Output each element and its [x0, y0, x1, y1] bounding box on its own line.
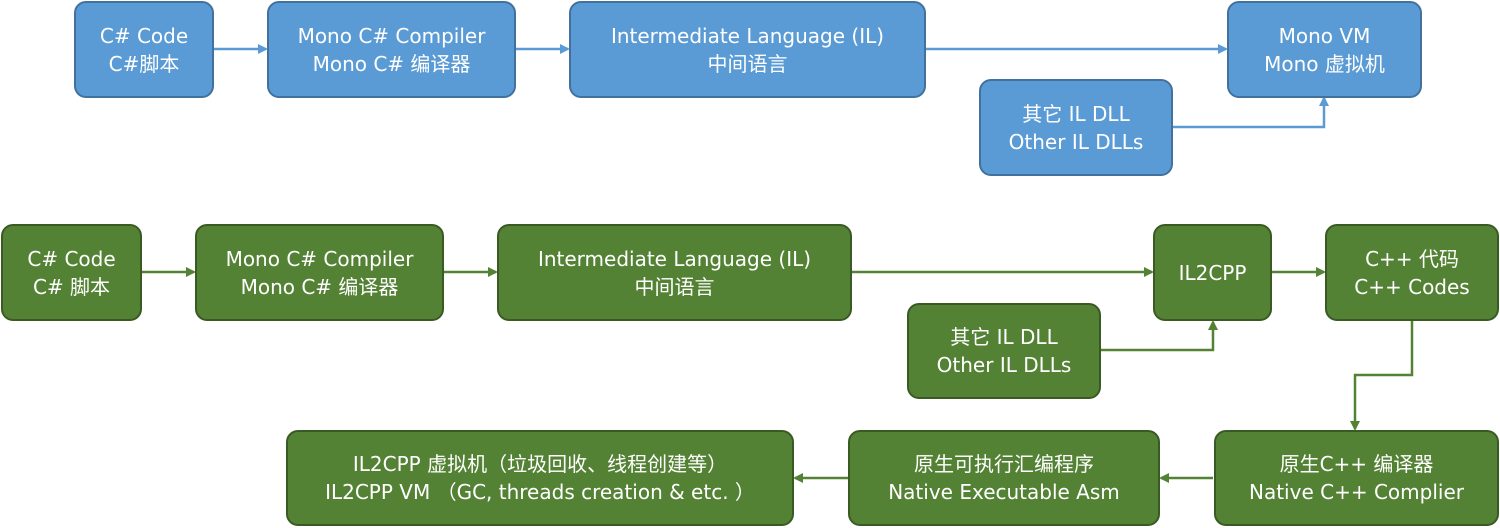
node-label-line1: IL2CPP — [1178, 260, 1247, 285]
mono-vm-node: Mono VM Mono 虚拟机 — [1227, 1, 1422, 98]
node-label-line1: Intermediate Language (IL) — [610, 23, 885, 48]
node-label-line2: IL2CPP VM （GC, threads creation & etc. ） — [325, 480, 755, 504]
il2cpp-csharp-code-node: C# Code C# 脚本 — [1, 224, 142, 321]
node-label-line2: 中间语言 — [634, 274, 715, 299]
node-label-line1: C# Code — [27, 246, 116, 271]
node-label-line1: Mono C# Compiler — [225, 246, 414, 271]
il2cpp-il-node: Intermediate Language (IL) 中间语言 — [497, 224, 852, 321]
node-label-line1: 其它 IL DLL — [1022, 101, 1130, 126]
il2cpp-other-dll-node: 其它 IL DLL Other IL DLLs — [907, 303, 1101, 399]
node-label-line1: 原生可执行汇编程序 — [914, 452, 1094, 476]
node-label-line2: Other IL DLLs — [936, 353, 1072, 377]
mono-compiler-node: Mono C# Compiler Mono C# 编译器 — [267, 1, 516, 98]
node-label-line2: Native Executable Asm — [888, 480, 1120, 504]
node-label-line2: 中间语言 — [707, 51, 788, 76]
node-label-line2: Mono C# 编译器 — [312, 51, 471, 76]
node-label-line2: Other IL DLLs — [1008, 129, 1144, 154]
edge-il2cpp-dll-to-il2cpp — [1101, 320, 1218, 352]
il2cpp-cpp-code-node: C++ 代码 C++ Codes — [1325, 224, 1499, 321]
node-label-line1: C++ 代码 — [1365, 246, 1459, 271]
mono-il-node: Intermediate Language (IL) 中间语言 — [569, 1, 926, 98]
mono-other-dll-node: 其它 IL DLL Other IL DLLs — [979, 79, 1173, 176]
node-label-line2: Mono C# 编译器 — [240, 274, 399, 299]
node-label-line2: Native C++ Complier — [1249, 480, 1464, 504]
node-label-line2: C#脚本 — [108, 51, 180, 76]
il2cpp-native-compiler-node: 原生C++ 编译器 Native C++ Complier — [1214, 430, 1499, 526]
node-label-line1: Intermediate Language (IL) — [537, 246, 812, 271]
il2cpp-compiler-node: Mono C# Compiler Mono C# 编译器 — [195, 224, 444, 321]
edge-cpp-to-native-compiler — [1350, 321, 1414, 431]
node-label-line1: Mono C# Compiler — [297, 23, 486, 48]
edge-mono-dll-to-vm — [1173, 96, 1329, 129]
node-label-line1: IL2CPP 虚拟机（垃圾回收、线程创建等） — [352, 452, 728, 476]
il2cpp-vm-node: IL2CPP 虚拟机（垃圾回收、线程创建等） IL2CPP VM （GC, th… — [286, 430, 794, 526]
node-label-line1: 原生C++ 编译器 — [1279, 452, 1434, 476]
node-label-line1: C# Code — [99, 23, 189, 48]
node-label-line2: Mono 虚拟机 — [1264, 51, 1385, 76]
node-label-line1: Mono VM — [1278, 23, 1371, 48]
node-label-line2: C# 脚本 — [32, 274, 111, 299]
il2cpp-native-asm-node: 原生可执行汇编程序 Native Executable Asm — [848, 430, 1160, 526]
node-label-line2: C++ Codes — [1354, 274, 1470, 299]
mono-csharp-code-node: C# Code C#脚本 — [74, 1, 214, 98]
il2cpp-converter-node: IL2CPP — [1153, 224, 1272, 321]
node-label-line1: 其它 IL DLL — [950, 325, 1058, 349]
